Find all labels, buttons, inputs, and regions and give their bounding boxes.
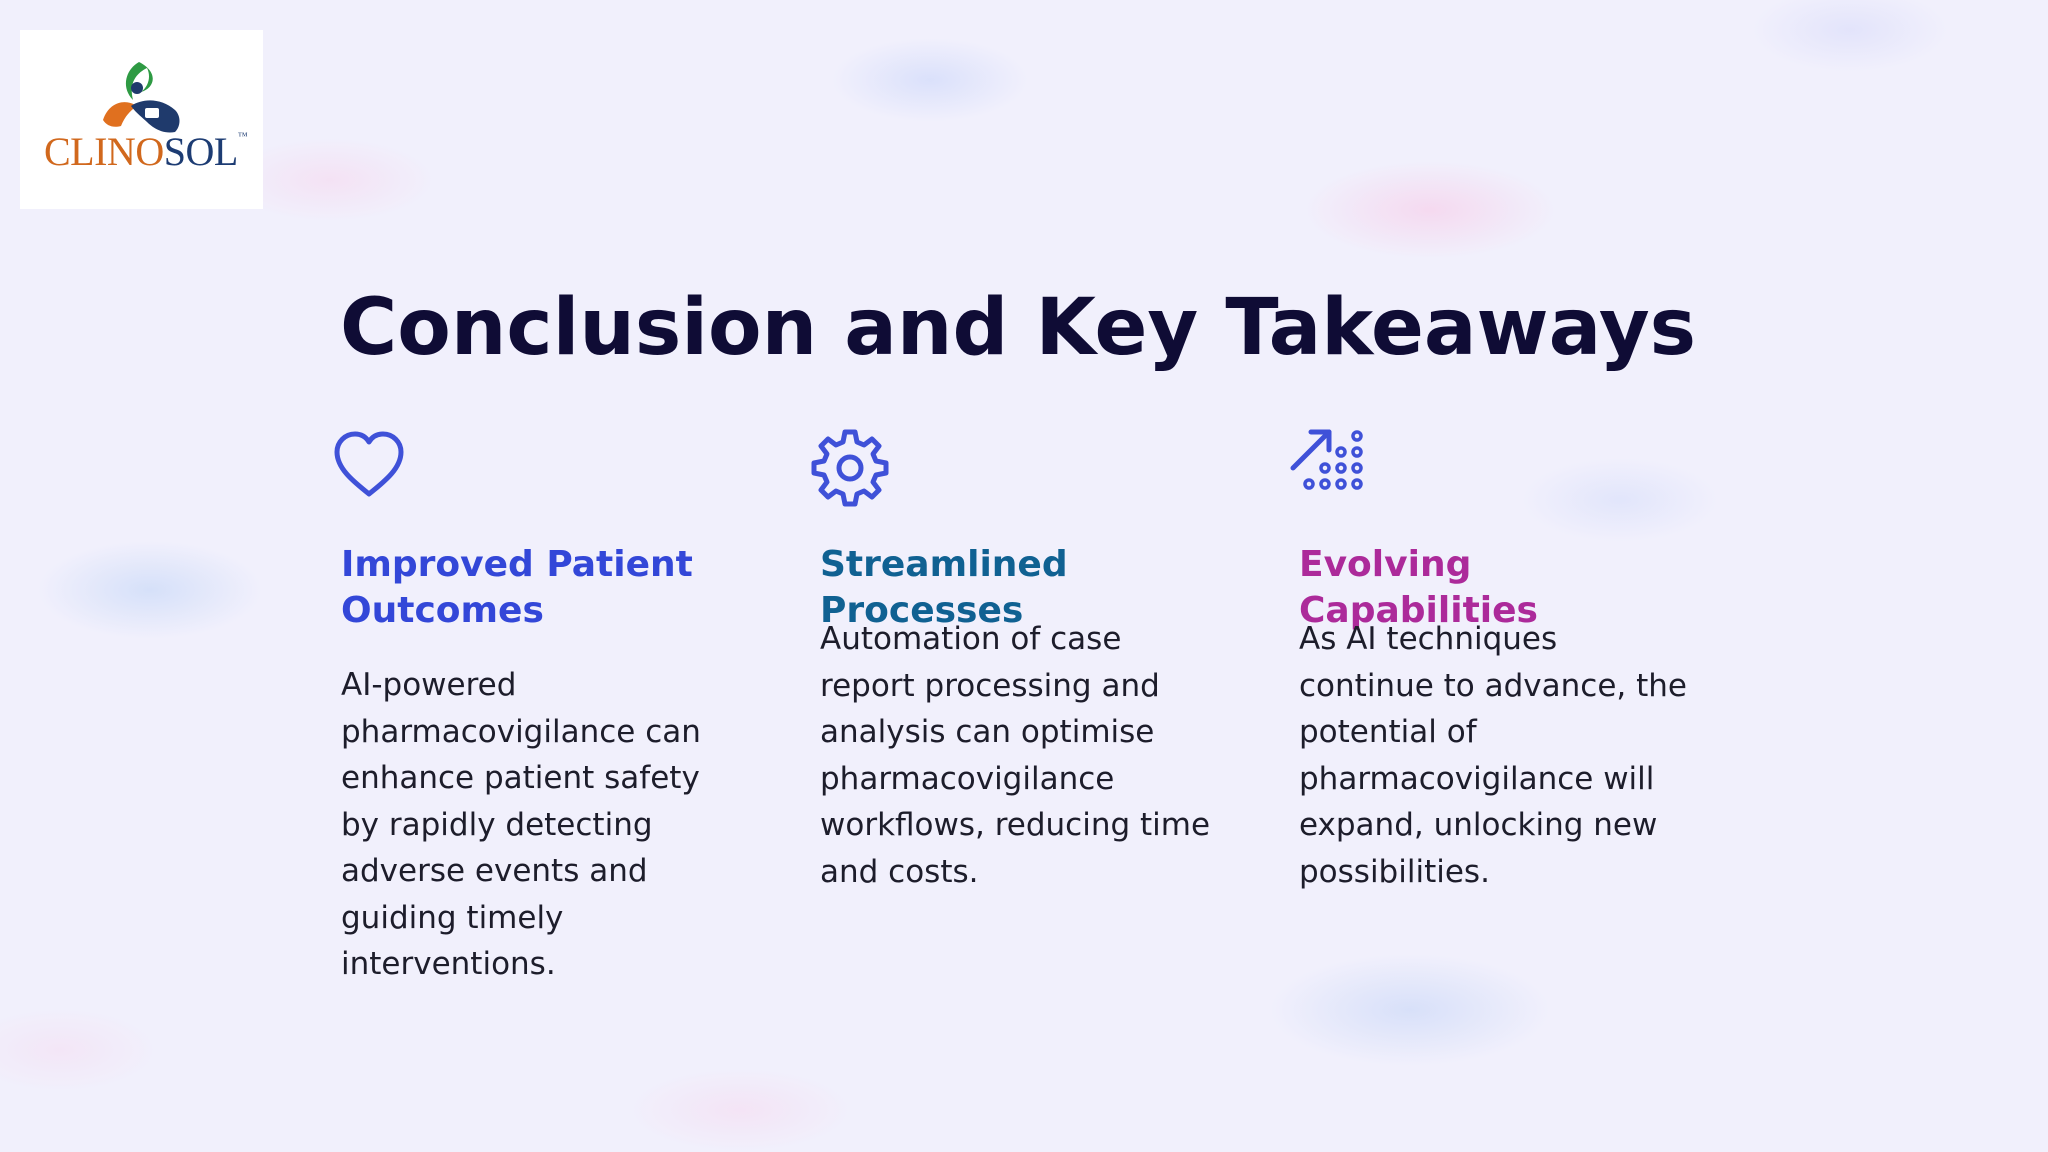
takeaway-card-streamlined-processes: Streamlined Processes Automation of case…: [811, 424, 1240, 890]
heart-icon: [334, 431, 404, 497]
logo-emblem-icon: [103, 62, 180, 133]
takeaway-card-patient-outcomes: Improved Patient Outcomes AI-powered pha…: [334, 424, 761, 982]
company-logo: CLINOSOL™: [20, 30, 263, 209]
slide-title: Conclusion and Key Takeaways: [340, 283, 1697, 373]
card-heading: Streamlined Processes: [820, 544, 1068, 631]
card-body: As AI techniques continue to advance, th…: [1299, 621, 1687, 890]
card-body: AI-powered pharmacovigilance can enhance…: [341, 667, 701, 982]
growth-chart-icon: [1290, 429, 1363, 490]
gear-icon: [811, 429, 889, 507]
card-body: Automation of case report processing and…: [820, 621, 1211, 890]
takeaway-card-evolving-capabilities: Evolving Capabilities As AI techniques c…: [1290, 424, 1719, 890]
logo-wordmark: CLINOSOL™: [44, 129, 248, 174]
card-heading: Improved Patient Outcomes: [341, 544, 693, 631]
card-heading: Evolving Capabilities: [1299, 544, 1538, 631]
